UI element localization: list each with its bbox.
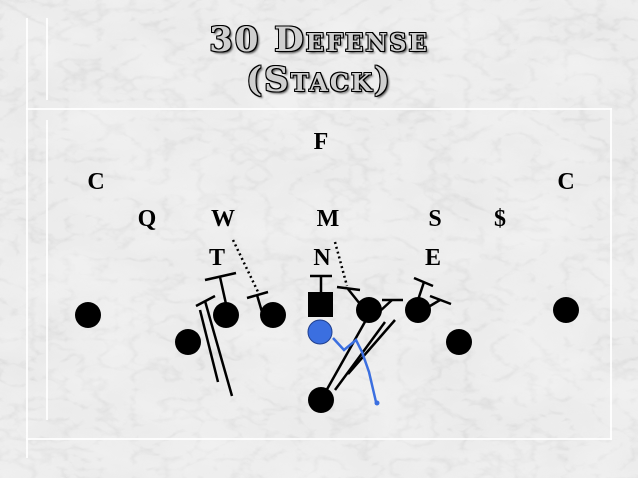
label-free-safety: F [313,129,329,155]
player-right-guard [356,297,382,323]
block-mark-tackle-left [195,294,234,397]
block-mark-end-left [378,298,403,313]
player-right-wide [553,297,579,323]
block-mark-end-right [413,276,452,308]
frame-left-inner [46,18,48,100]
label-dollar: $ [494,206,506,232]
label-quarter: Q [137,206,157,232]
player-right-tight [446,329,472,355]
label-nose: N [313,245,331,271]
block-mark-will [246,290,269,313]
label-strong-safety: S [428,206,442,232]
frame-top-rule [26,108,612,110]
block-mark-mike [336,285,361,305]
frame-bottom-rule [26,438,612,440]
player-ball-carrier [307,319,333,345]
lead-block-line-3 [347,319,396,375]
player-center [308,292,333,317]
lead-block-line-2 [333,321,387,391]
slide-title-line2: (Stack) [246,60,392,100]
dotted-read-will [231,239,261,295]
label-tackle: T [208,245,225,271]
dotted-read-mike [333,241,349,287]
frame-left-inner-lower [46,120,48,420]
player-right-tackle [405,297,431,323]
lead-block-line-1 [319,319,368,401]
frame-right-rule [610,108,612,440]
block-mark-tackle-upper [204,271,237,305]
block-mark-nose [310,274,332,294]
frame-left-outer [26,18,28,458]
slide-title-line1: 30 Defense [209,20,429,60]
route-end-dot [374,400,380,406]
ball-carrier-route [332,337,378,403]
label-end: E [424,245,441,271]
label-will: W [211,206,235,232]
player-left-guard [260,302,286,328]
label-mike: M [316,206,340,232]
label-right-corner: C [557,169,575,195]
player-left-tight [175,329,201,355]
player-fullback [308,387,334,413]
label-left-corner: C [87,169,105,195]
player-left-tackle [213,302,239,328]
player-left-wide [75,302,101,328]
